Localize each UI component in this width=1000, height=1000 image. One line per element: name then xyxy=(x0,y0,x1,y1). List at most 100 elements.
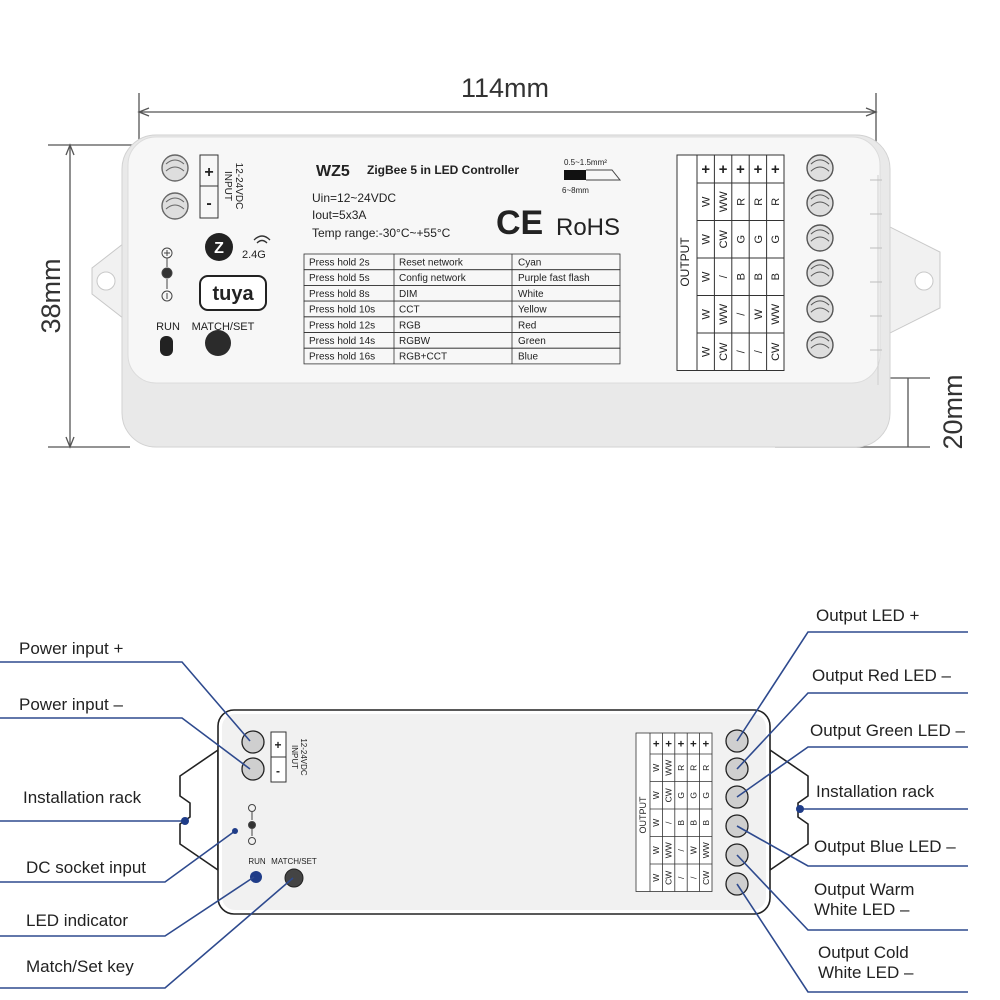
press-function: CCT xyxy=(399,305,420,316)
outline-input-voltage: 12-24VDC xyxy=(299,738,308,776)
output-cell: W xyxy=(701,271,713,282)
output-cell: W xyxy=(753,308,765,319)
output-cell: CW xyxy=(701,871,711,885)
output-cell: W xyxy=(651,791,661,799)
press-action: Press hold 2s xyxy=(309,258,370,269)
outline-dc-polarity-icon xyxy=(248,804,256,845)
output-cell: B xyxy=(753,273,765,280)
output-cell: W xyxy=(688,846,698,854)
output-terminals-top xyxy=(806,154,834,359)
output-cell: CW xyxy=(718,229,730,248)
dc-polarity-icon xyxy=(161,247,173,302)
output-plus-header: + xyxy=(701,162,710,178)
wifi-band-label: 2.4G xyxy=(242,249,266,261)
callout-output-cold-line2: White LED – xyxy=(818,963,914,982)
callout-output-green: Output Green LED – xyxy=(810,721,966,740)
output-cell: R xyxy=(688,765,698,771)
callout-dots xyxy=(181,805,804,834)
press-color: Yellow xyxy=(518,305,547,316)
output-plus-header: + xyxy=(653,738,660,750)
press-function: RGB xyxy=(399,320,421,331)
output-cell: / xyxy=(735,312,747,316)
outline-housing xyxy=(179,709,809,915)
model-name: WZ5 xyxy=(316,163,350,180)
outline-minus-mark: - xyxy=(276,764,280,778)
spec-voltage: Uin=12~24VDC xyxy=(312,191,396,205)
outline-input-terminals xyxy=(241,730,287,783)
press-function: Reset network xyxy=(399,258,464,269)
output-cell: R xyxy=(701,765,711,771)
press-color: White xyxy=(518,289,544,300)
outline-run-label: RUN xyxy=(248,857,266,866)
output-cell: G xyxy=(688,792,698,799)
width-dimension: 114mm xyxy=(461,73,549,103)
outline-match-set-key[interactable] xyxy=(284,868,304,888)
output-cell: / xyxy=(676,848,686,851)
press-color: Blue xyxy=(518,352,538,363)
output-cell: / xyxy=(676,876,686,879)
callout-installation-rack-right: Installation rack xyxy=(816,782,935,801)
tuya-logo xyxy=(199,275,267,311)
wire-spec-bottom: 6~8mm xyxy=(562,186,589,195)
output-cell: B xyxy=(688,820,698,826)
output-cell: G xyxy=(753,235,765,244)
press-action: Press hold 16s xyxy=(309,352,375,363)
output-cell: CW xyxy=(770,342,782,361)
output-cell: B xyxy=(676,820,686,826)
input-minus-mark: - xyxy=(206,195,211,212)
press-color: Purple fast flash xyxy=(518,273,590,284)
press-color: Red xyxy=(518,320,536,331)
input-label: INPUT xyxy=(222,171,233,201)
ce-mark: CE xyxy=(496,204,543,242)
output-plus-header: + xyxy=(702,738,709,750)
callout-output-blue: Output Blue LED – xyxy=(814,837,956,856)
output-cell: W xyxy=(701,196,713,207)
callout-output-warm-line1: Output Warm xyxy=(814,880,914,899)
press-action: Press hold 14s xyxy=(309,336,375,347)
output-terminal-screw xyxy=(806,154,834,182)
output-cell: R xyxy=(753,198,765,206)
callout-output-cold-line1: Output Cold xyxy=(818,943,909,962)
output-table-frame xyxy=(676,154,785,371)
output-cell: G xyxy=(770,235,782,244)
input-plus-mark: + xyxy=(204,164,213,181)
outline-plus-mark: + xyxy=(274,738,281,752)
rohs-mark: RoHS xyxy=(556,214,620,241)
output-cell: / xyxy=(735,349,747,353)
run-label: RUN xyxy=(156,321,180,333)
output-cell: B xyxy=(770,273,782,280)
output-cell: W xyxy=(701,233,713,244)
press-color: Cyan xyxy=(518,258,541,269)
callout-match-set-key: Match/Set key xyxy=(26,957,134,976)
callout-power-input-minus: Power input – xyxy=(19,695,123,714)
output-plus-header: + xyxy=(736,162,745,178)
match-set-button[interactable] xyxy=(205,330,231,356)
output-cell: B xyxy=(701,820,711,826)
output-cell: W xyxy=(701,308,713,319)
press-function: RGB+CCT xyxy=(399,352,447,363)
wire-strip-icon xyxy=(564,169,622,181)
wifi-signal-icon xyxy=(253,235,271,244)
output-terminal-screw xyxy=(806,224,834,252)
output-cell: R xyxy=(735,198,747,206)
output-label-top: OUTPUT xyxy=(678,237,692,287)
callout-output-warm-line2: White LED – xyxy=(814,900,910,919)
output-cell: R xyxy=(770,198,782,206)
output-cell: G xyxy=(701,792,711,799)
tuya-logo-text: tuya xyxy=(212,283,254,305)
callout-output-red: Output Red LED – xyxy=(812,666,951,685)
match-set-label: MATCH/SET xyxy=(192,321,255,333)
side-ridges xyxy=(870,179,882,351)
output-cell: CW xyxy=(718,342,730,361)
spec-current: Iout=5x3A xyxy=(312,208,366,222)
product-name: ZigBee 5 in LED Controller xyxy=(367,163,519,177)
output-cell: B xyxy=(735,273,747,280)
output-cell: WW xyxy=(701,842,711,858)
output-terminal-screw xyxy=(806,259,834,287)
press-function: Config network xyxy=(399,273,467,284)
output-cell: W xyxy=(651,874,661,882)
outline-led-indicator xyxy=(250,871,262,883)
